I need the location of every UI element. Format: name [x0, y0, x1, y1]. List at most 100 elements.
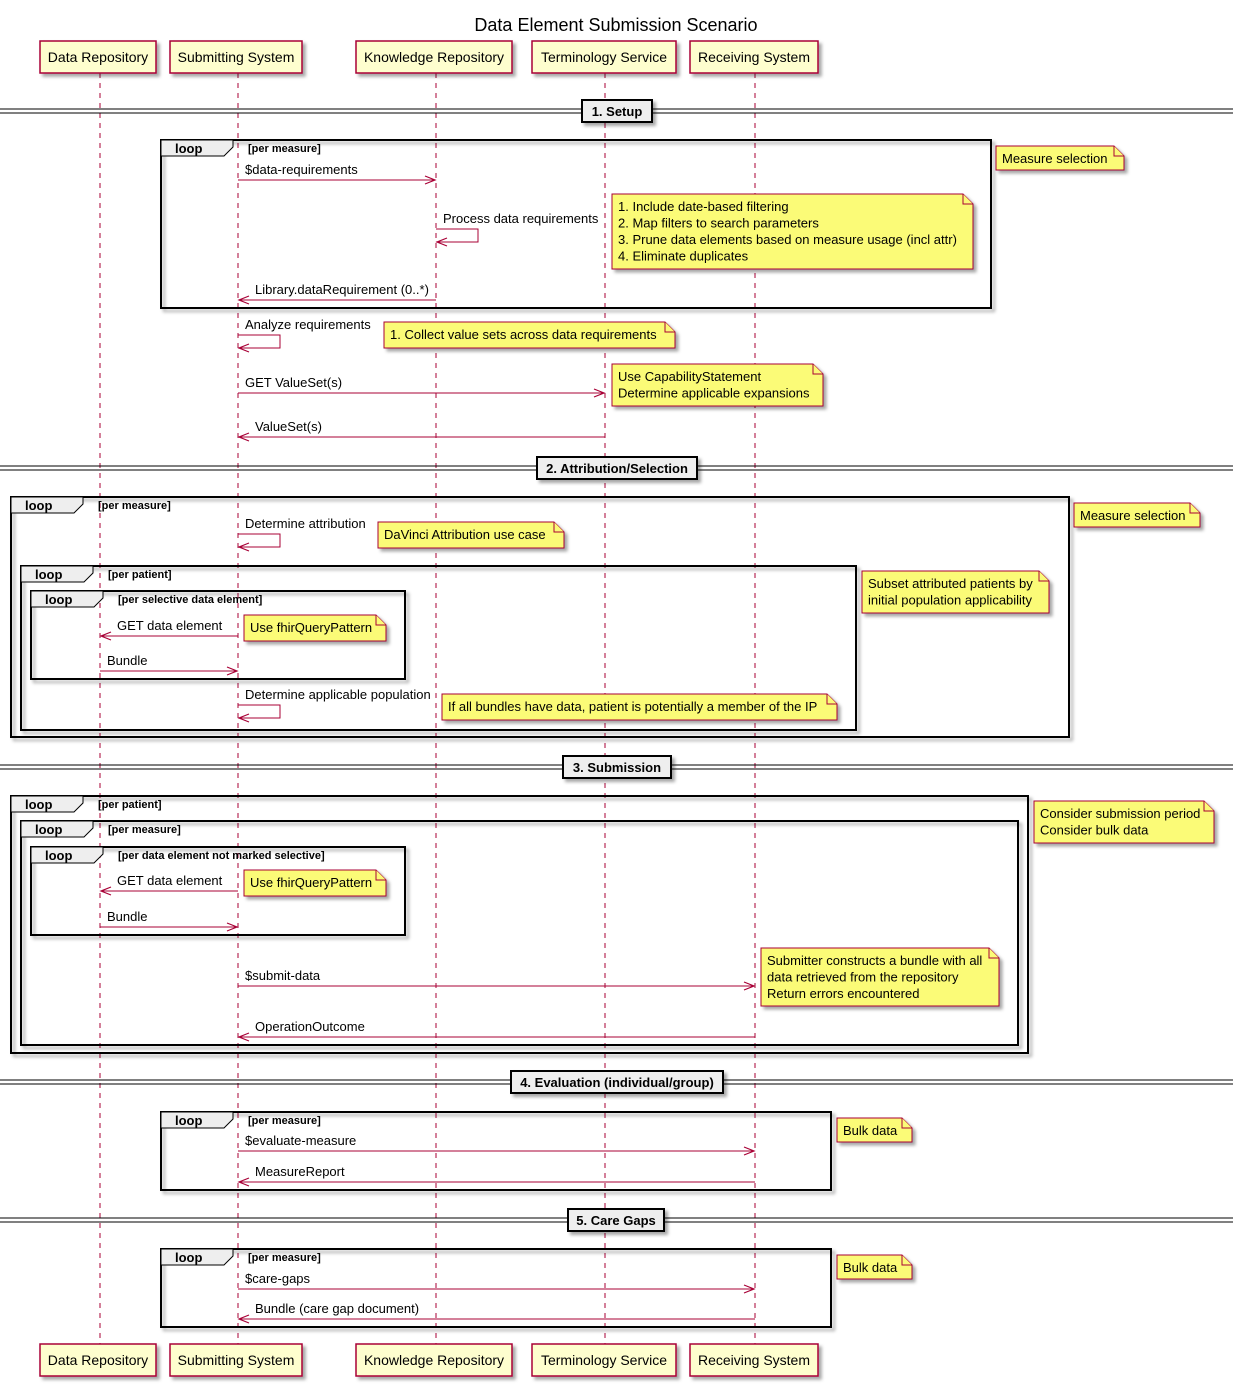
participant-label: Receiving System: [698, 49, 810, 65]
divider-label: 5. Care Gaps: [576, 1213, 656, 1228]
message-label: $evaluate-measure: [245, 1133, 356, 1148]
message-12: Bundle: [100, 909, 239, 932]
participant-dr-top: Data Repository: [39, 40, 157, 74]
message-4: Analyze requirements: [237, 317, 371, 353]
note-text: Measure selection: [1080, 508, 1186, 523]
note-11: Use fhirQueryPattern: [243, 869, 387, 897]
participant-dr-bottom: Data Repository: [39, 1343, 157, 1377]
message-label: $data-requirements: [245, 162, 358, 177]
loop-frame-8: loop[per measure]: [160, 1111, 832, 1191]
message-13: $submit-data: [238, 968, 756, 991]
message-label: $care-gaps: [245, 1271, 311, 1286]
divider-label: 4. Evaluation (individual/group): [520, 1075, 714, 1090]
loop-frame-7: loop [per data element not marked selecti…: [30, 846, 406, 936]
note-text: Use fhirQueryPattern: [250, 875, 372, 890]
participant-ss-top: Submitting System: [169, 40, 303, 74]
note-text: Bulk data: [843, 1123, 898, 1138]
loop-condition: [per selective data element]: [118, 594, 263, 606]
loop-keyword: loop: [45, 848, 72, 863]
loop-condition: [per data element not marked selective]: [118, 850, 325, 862]
lifelines: [99, 73, 756, 1344]
message-10: Determine applicable population: [237, 687, 431, 723]
loop-condition: [per measure]: [248, 143, 321, 155]
message-label: GET data element: [117, 618, 223, 633]
message-11: GET data element: [99, 873, 238, 896]
note-text: 1. Include date-based filtering: [618, 199, 789, 214]
loop-keyword: loop: [35, 567, 62, 582]
note-text: If all bundles have data, patient is pot…: [448, 699, 817, 714]
participant-ts-bottom: Terminology Service: [531, 1343, 677, 1377]
message-1: $data-requirements: [238, 162, 437, 185]
note-3: 1. Collect value sets across data requir…: [383, 321, 676, 349]
message-16: MeasureReport: [237, 1164, 755, 1187]
note-9: If all bundles have data, patient is pot…: [441, 693, 838, 721]
note-text: Submitter constructs a bundle with all: [767, 953, 982, 968]
note-1: Measure selection: [995, 145, 1125, 171]
loop-condition: [per measure]: [248, 1252, 321, 1264]
participant-label: Terminology Service: [541, 1352, 667, 1368]
message-2: Process data requirements: [435, 211, 599, 247]
loop-keyword: loop: [175, 1250, 202, 1265]
note-text: 4. Eliminate duplicates: [618, 249, 749, 264]
note-text: Measure selection: [1002, 151, 1108, 166]
participant-kr-top: Knowledge Repository: [355, 40, 513, 74]
message-18: Bundle (care gap document): [237, 1301, 755, 1324]
note-text: initial population applicability: [868, 593, 1033, 608]
note-14: Bulk data: [836, 1254, 913, 1280]
notes: Measure selection 1. Include date-based f…: [243, 145, 1215, 1280]
divider-label: 1. Setup: [592, 104, 643, 119]
note-text: Use CapabilityStatement: [618, 369, 761, 384]
note-12: Submitter constructs a bundle with all d…: [760, 947, 1000, 1007]
message-6: ValueSet(s): [237, 419, 605, 442]
participant-rs-bottom: Receiving System: [689, 1343, 819, 1377]
participant-kr-bottom: Knowledge Repository: [355, 1343, 513, 1377]
message-3: Library.dataRequirement (0..*): [237, 282, 436, 305]
message-15: $evaluate-measure: [238, 1133, 756, 1156]
message-5: GET ValueSet(s): [238, 375, 606, 398]
participant-label: Submitting System: [178, 1352, 295, 1368]
message-label: Bundle (care gap document): [255, 1301, 419, 1316]
loop-condition: [per measure]: [108, 824, 181, 836]
participant-label: Data Repository: [48, 1352, 148, 1368]
message-7: Determine attribution: [237, 516, 366, 552]
message-label: GET data element: [117, 873, 223, 888]
loop-frame-1: loop[per measure]: [160, 139, 992, 309]
note-13: Bulk data: [836, 1117, 913, 1143]
message-label: Analyze requirements: [245, 317, 371, 332]
message-label: Process data requirements: [443, 211, 599, 226]
message-label: OperationOutcome: [255, 1019, 365, 1034]
message-9: Bundle: [100, 653, 239, 676]
message-label: $submit-data: [245, 968, 321, 983]
loop-condition: [per patient]: [98, 799, 162, 811]
diagram-title: Data Element Submission Scenario: [474, 15, 757, 35]
divider-1: 1. Setup: [0, 99, 1233, 123]
loop-condition: [per measure]: [98, 500, 171, 512]
note-text: 1. Collect value sets across data requir…: [390, 327, 657, 342]
divider-3: 3. Submission: [0, 755, 1233, 779]
participant-label: Knowledge Repository: [364, 49, 504, 65]
loop-frames: loop[per measure]loop[per measure]loop[p…: [10, 139, 1070, 1328]
message-8: GET data element: [99, 618, 238, 641]
participant-label: Knowledge Repository: [364, 1352, 504, 1368]
note-5: Measure selection: [1073, 502, 1201, 528]
note-text: Return errors encountered: [767, 986, 919, 1001]
participant-label: Terminology Service: [541, 49, 667, 65]
loop-frame-3: loop [per patient]: [20, 565, 857, 731]
participant-ss-bottom: Submitting System: [169, 1343, 303, 1377]
loop-condition: [per measure]: [248, 1115, 321, 1127]
message-label: Determine attribution: [245, 516, 366, 531]
participant-rs-top: Receiving System: [689, 40, 819, 74]
loop-condition: [per patient]: [108, 569, 172, 581]
message-17: $care-gaps: [238, 1271, 756, 1294]
participant-ts-top: Terminology Service: [531, 40, 677, 74]
message-label: ValueSet(s): [255, 419, 322, 434]
message-label: Determine applicable population: [245, 687, 431, 702]
divider-5: 5. Care Gaps: [0, 1208, 1233, 1232]
note-text: 3. Prune data elements based on measure …: [618, 232, 957, 247]
